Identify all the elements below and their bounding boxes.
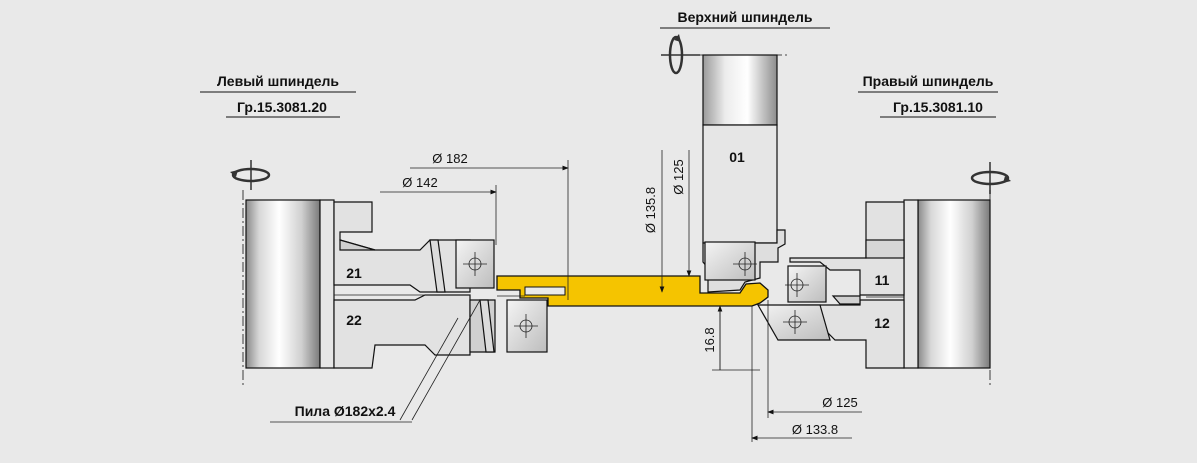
tool-21-label: 21 bbox=[346, 265, 362, 281]
rotation-arrow-icon bbox=[661, 34, 700, 75]
tool-01-label: 01 bbox=[729, 149, 745, 165]
saw-label: Пила Ø182x2.4 bbox=[295, 403, 396, 419]
right-spindle-code: Гр.15.3081.10 bbox=[893, 99, 983, 115]
top-spindle: 01 bbox=[702, 54, 786, 293]
right-spindle-title: Правый шпиндель bbox=[863, 73, 994, 89]
right-spindle: 11 12 bbox=[756, 199, 991, 369]
dim-diameter-133-8: Ø 133.8 bbox=[792, 422, 838, 437]
dim-diameter-135-8: Ø 135.8 bbox=[643, 187, 658, 233]
tool-22-label: 22 bbox=[346, 312, 362, 328]
dim-diameter-125-bottom: Ø 125 bbox=[822, 395, 857, 410]
left-spindle-title: Левый шпиндель bbox=[217, 73, 339, 89]
dim-height-16-8: 16.8 bbox=[702, 327, 717, 352]
dim-diameter-125-vertical: Ø 125 bbox=[671, 159, 686, 194]
dim-diameter-182: Ø 182 bbox=[432, 151, 467, 166]
left-spindle-code: Гр.15.3081.20 bbox=[237, 99, 327, 115]
tool-11-label: 11 bbox=[875, 272, 890, 288]
workpiece-profile bbox=[496, 275, 769, 307]
tool-12-label: 12 bbox=[874, 315, 890, 331]
rotation-arrow-icon bbox=[970, 162, 1011, 194]
rotation-arrow-icon bbox=[230, 160, 271, 190]
left-spindle: 21 22 bbox=[245, 199, 548, 369]
dim-diameter-142: Ø 142 bbox=[402, 175, 437, 190]
top-spindle-title: Верхний шпиндель bbox=[678, 9, 813, 25]
